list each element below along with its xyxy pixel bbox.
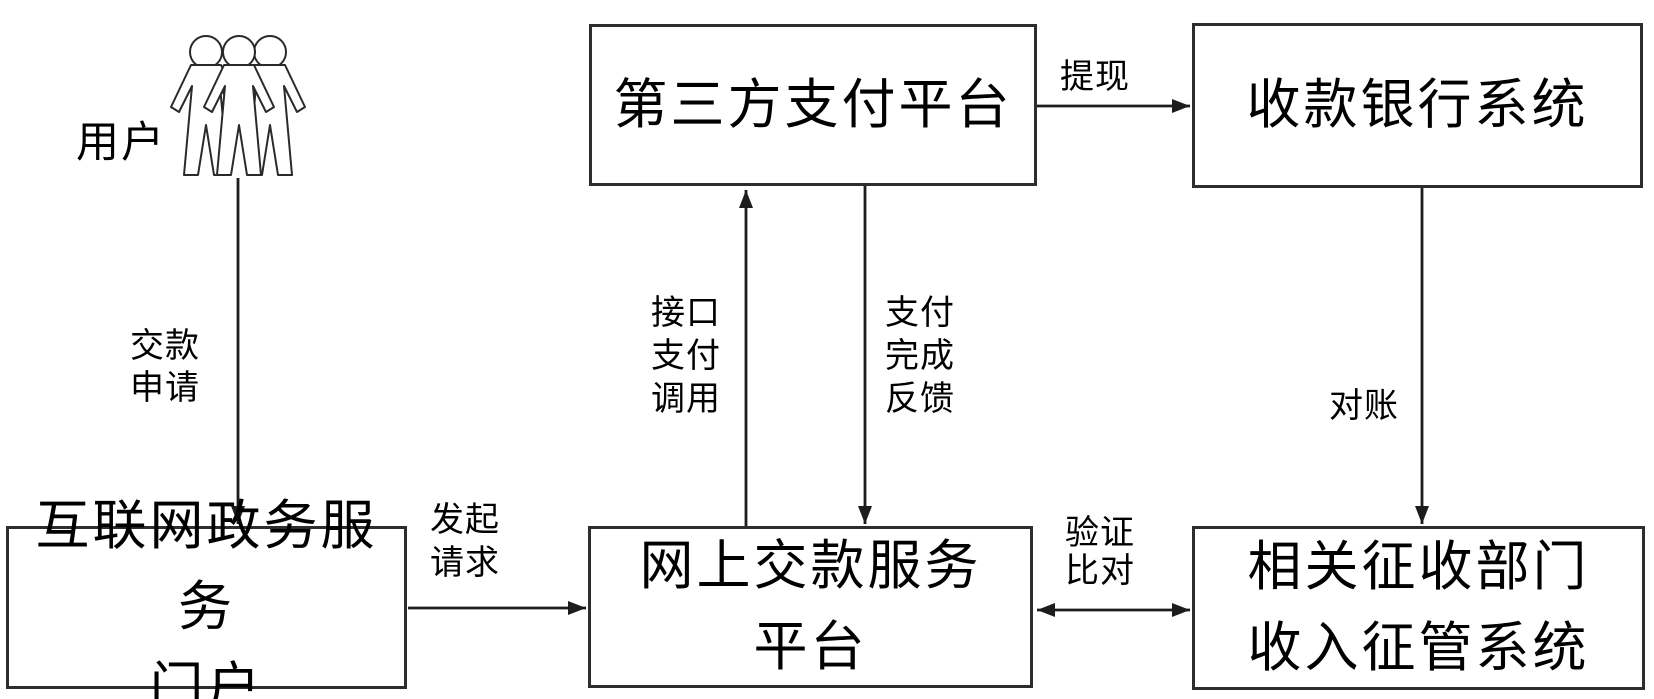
users-icon — [170, 35, 306, 176]
edge-label-verify-compare: 验证 比对 — [1065, 514, 1135, 590]
edge-label-initiate-request: 发起 请求 — [430, 501, 500, 582]
user-actor-label: 用户 — [76, 119, 166, 167]
edge-label-interface-payment-call: 接口 支付 调用 — [651, 294, 721, 418]
person-middle-icon — [203, 35, 275, 176]
node-receiving-bank-system: 收款银行系统 — [1192, 23, 1643, 188]
node-third-party-payment-platform: 第三方支付平台 — [589, 24, 1037, 186]
edge-label-withdraw: 提现 — [1060, 58, 1130, 96]
node-revenue-collection-system: 相关征收部门 收入征管系统 — [1192, 526, 1645, 690]
edge-label-payment-done-feedback: 支付 完成 反馈 — [885, 294, 955, 418]
edge-label-payment-request: 交款 申请 — [130, 327, 200, 407]
node-online-payment-service-platform: 网上交款服务 平台 — [588, 526, 1033, 688]
edge-label-reconciliation: 对账 — [1329, 387, 1399, 425]
node-internet-gov-service-portal: 互联网政务服务 门户 — [6, 496, 407, 699]
